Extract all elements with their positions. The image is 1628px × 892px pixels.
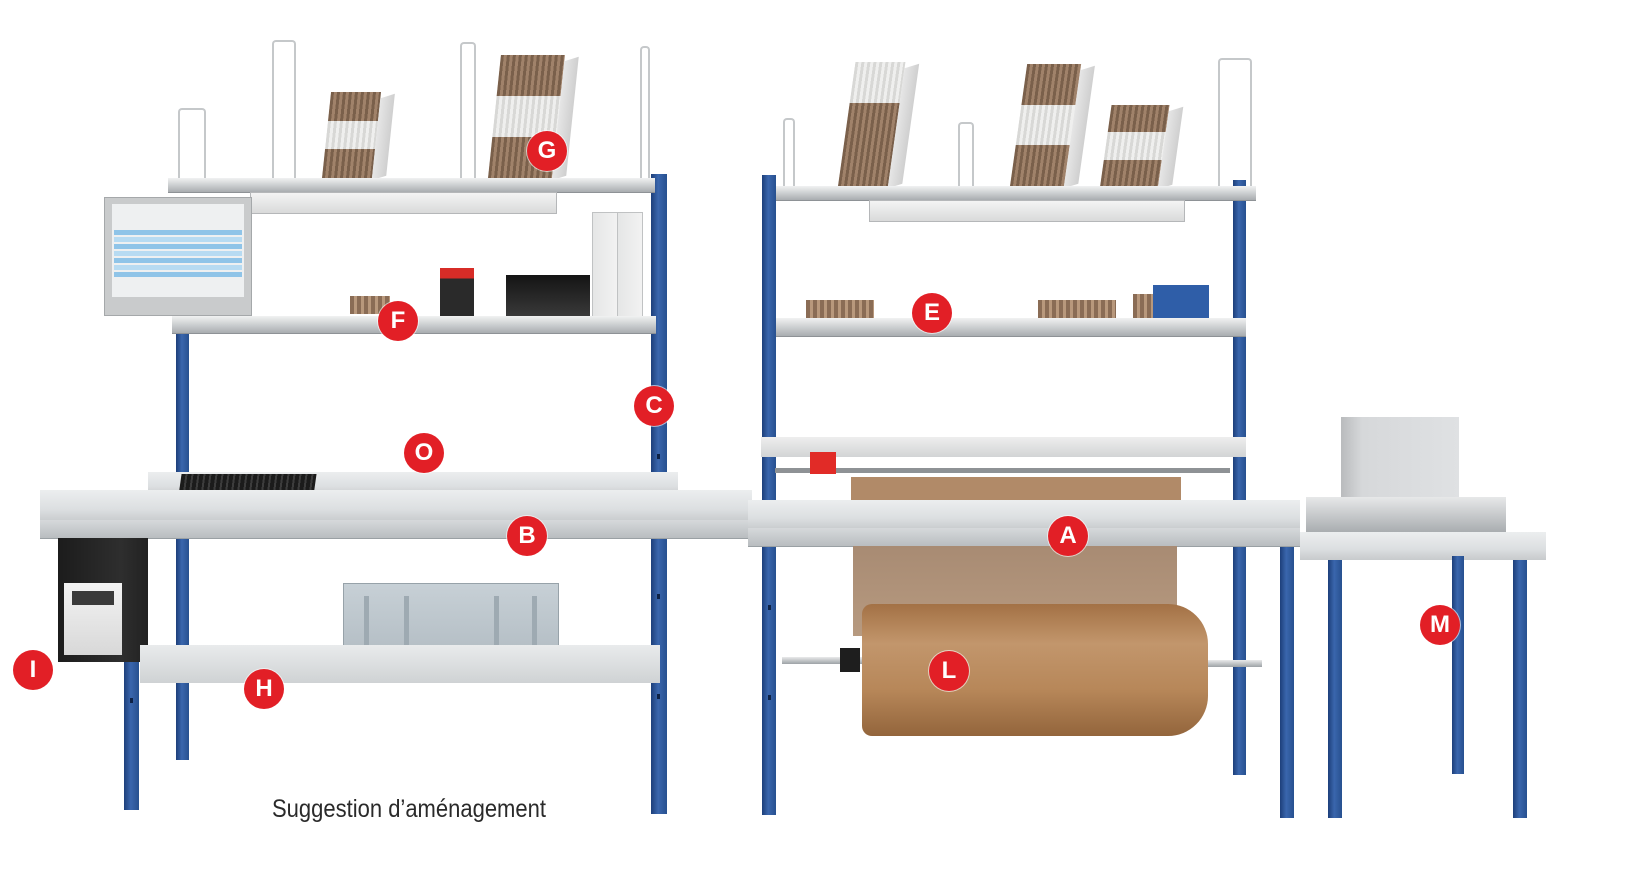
blue-bin <box>1153 285 1209 319</box>
worktop-right <box>748 500 1300 530</box>
tape-rolls <box>1133 294 1153 318</box>
monitor-screen <box>112 204 244 297</box>
cutter-rail <box>761 437 1246 457</box>
tape-rolls <box>806 300 874 318</box>
cutter-blade-handle[interactable] <box>810 452 836 474</box>
wire-divider <box>958 122 974 188</box>
wire-divider <box>178 108 206 180</box>
flat-cartons <box>838 62 920 189</box>
marker-i: I <box>13 650 53 690</box>
light-fixture-left <box>250 192 557 214</box>
marker-o: O <box>404 433 444 473</box>
top-shelf-left <box>168 178 655 193</box>
worktop-left <box>40 490 752 522</box>
scale-table-leg <box>1452 556 1464 774</box>
right-left-post <box>762 175 776 815</box>
marker-m: M <box>1420 605 1460 645</box>
tape-dispenser <box>440 268 474 316</box>
cutter-rod <box>775 468 1230 473</box>
weighing-scale <box>1306 497 1506 532</box>
caption: Suggestion d’aménagement <box>272 795 546 823</box>
worktop-left-edge <box>40 520 752 539</box>
marker-h: H <box>244 669 284 709</box>
marker-b: B <box>507 516 547 556</box>
scale-table-top <box>1300 532 1546 560</box>
letter-tray <box>506 275 590 317</box>
monitor <box>104 197 252 316</box>
light-fixture-right <box>869 200 1185 222</box>
binder <box>592 212 618 319</box>
kraft-paper-roll <box>862 604 1208 736</box>
marker-e: E <box>912 293 952 333</box>
scale-table-leg <box>1513 560 1527 818</box>
tape-dispenser <box>1038 300 1116 318</box>
wire-divider <box>272 40 296 180</box>
wire-divider <box>783 118 795 188</box>
top-shelf-right <box>776 186 1256 201</box>
binder <box>617 212 643 319</box>
marker-a: A <box>1048 516 1088 556</box>
kraft-paper-sheet-top <box>851 477 1181 503</box>
lower-shelf-left <box>140 645 660 683</box>
parcel-box <box>1341 417 1459 509</box>
right-front-leg <box>1280 540 1294 818</box>
left-rear-post <box>176 320 189 760</box>
marker-g: G <box>527 131 567 171</box>
roll-axle <box>1206 660 1262 667</box>
worktop-right-edge <box>748 528 1300 547</box>
marker-c: C <box>634 386 674 426</box>
marker-f: F <box>378 301 418 341</box>
middle-shelf-right <box>776 318 1246 337</box>
flat-cartons <box>1100 105 1184 190</box>
flat-cartons <box>1010 64 1095 189</box>
scale-table-leg <box>1328 560 1342 818</box>
wire-divider <box>1218 58 1252 188</box>
flat-cartons <box>322 92 395 181</box>
axle-holder <box>840 648 860 672</box>
wire-divider <box>460 42 476 180</box>
computer-tower <box>58 538 148 662</box>
roll-axle <box>782 657 864 664</box>
wire-divider <box>640 46 650 180</box>
right-right-post <box>1233 180 1246 775</box>
marker-l: L <box>929 651 969 691</box>
